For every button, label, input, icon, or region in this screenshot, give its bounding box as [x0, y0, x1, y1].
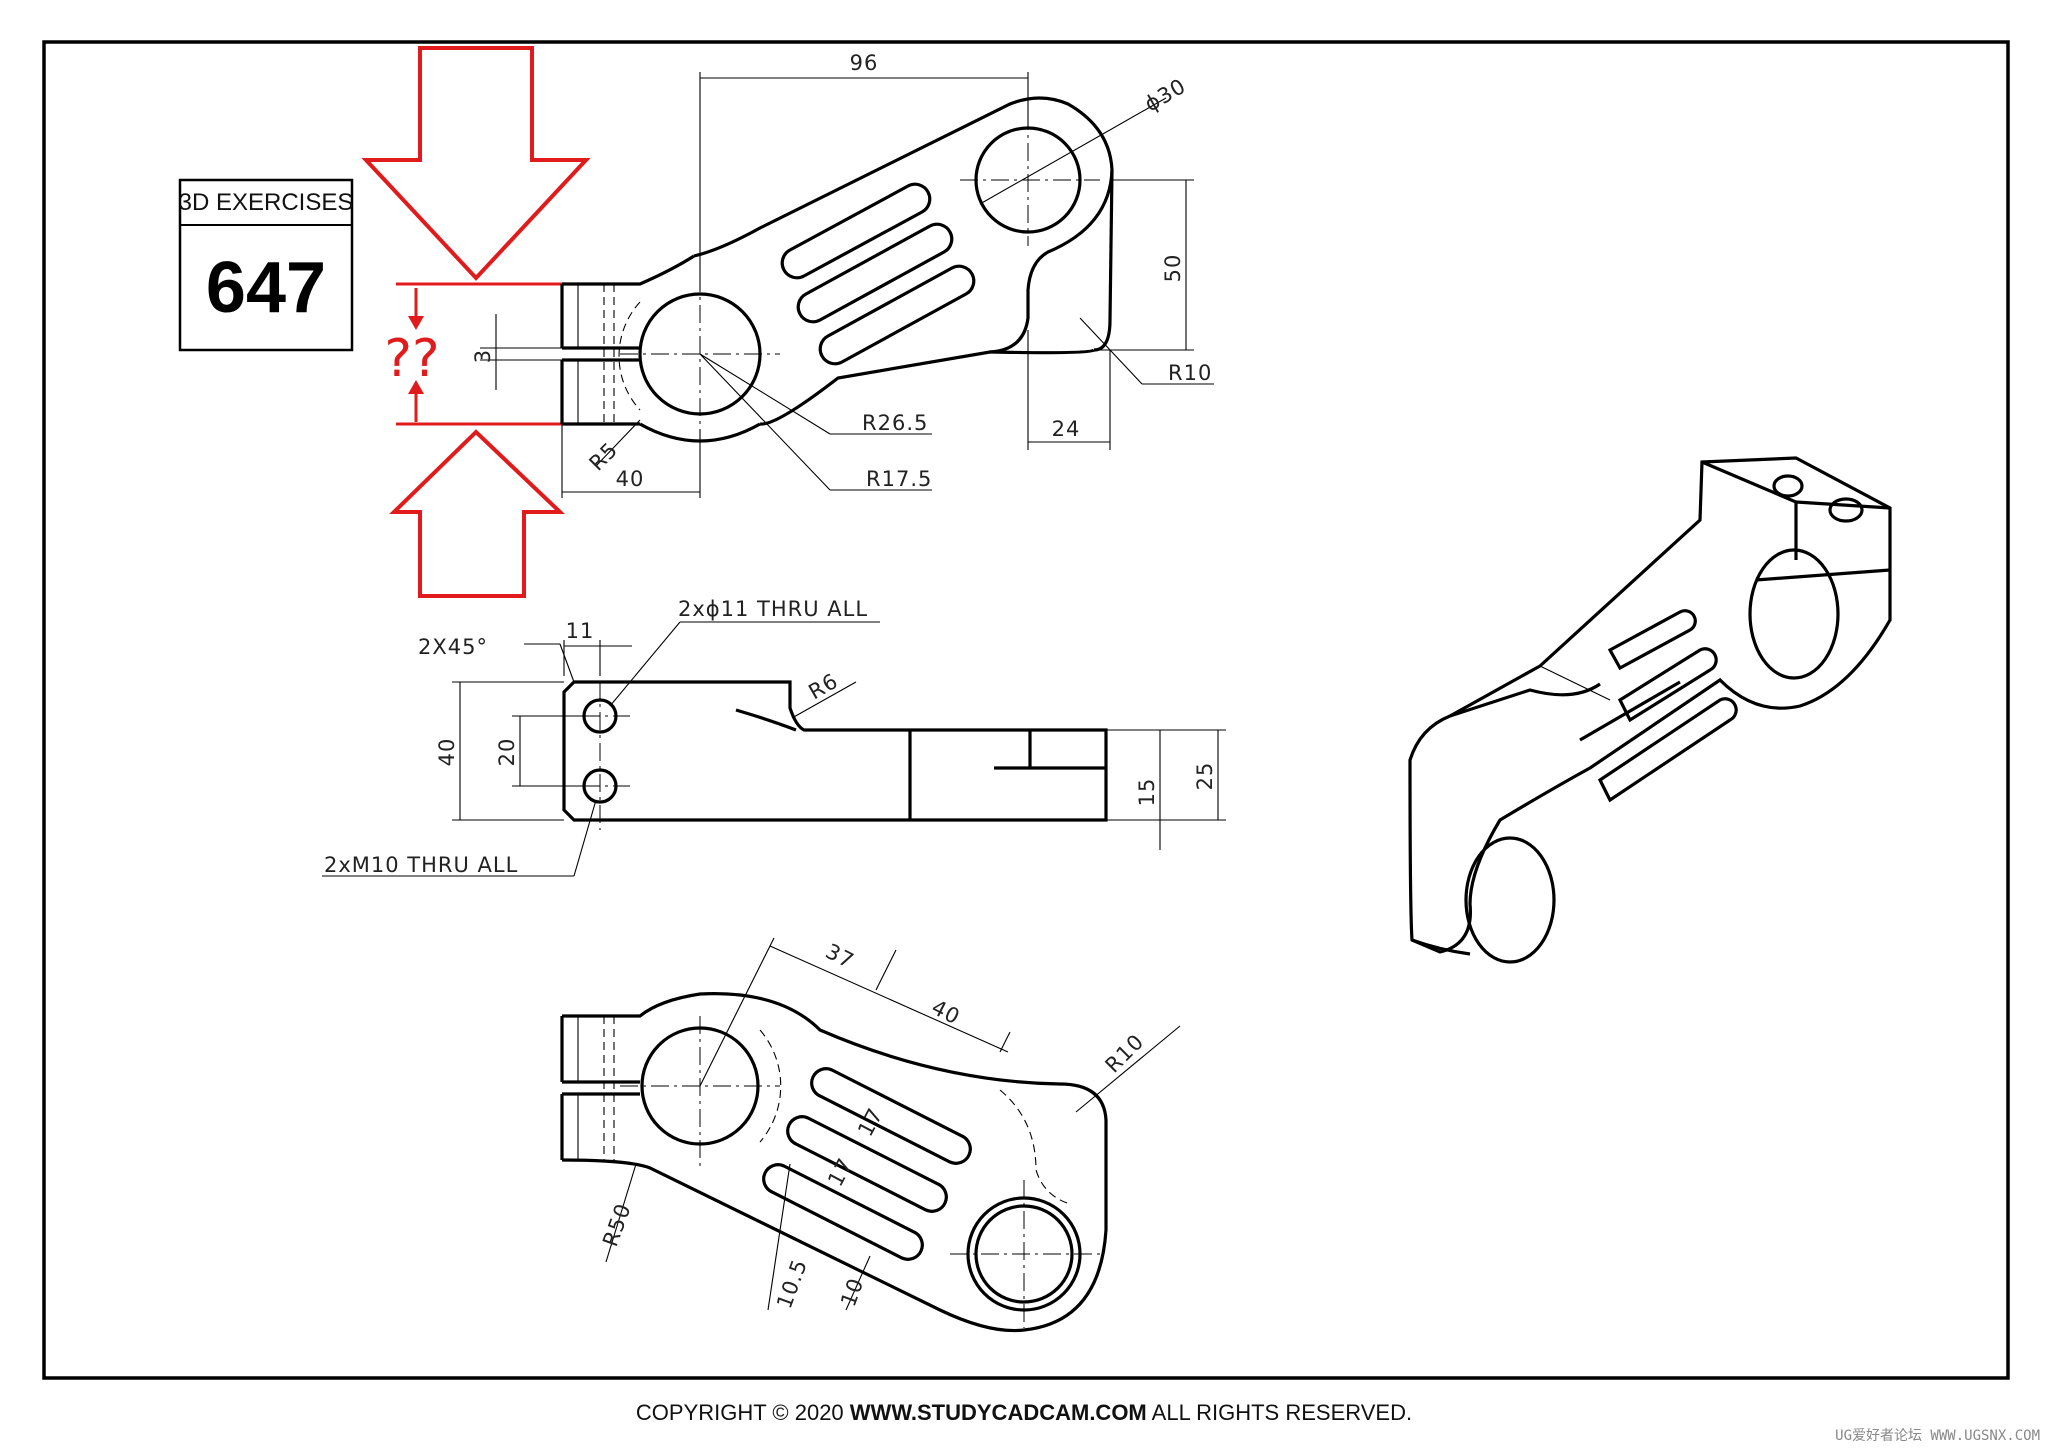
front-view: 2X45° 11 2xϕ11 THRU ALL R6 40 20 15 25 2… [322, 597, 1226, 877]
top-view: 96 ϕ30 50 3 R10 R26.5 24 R5 R17.5 40 [471, 51, 1214, 498]
dim-24: 24 [1052, 417, 1081, 441]
dim-r6: R6 [805, 669, 843, 705]
red-arrow-up [389, 429, 565, 598]
dim-r50: R50 [598, 1200, 636, 1250]
dim-3: 3 [471, 349, 495, 363]
dim-r10-bottom: R10 [1101, 1029, 1149, 1077]
dim-chamfer: 2X45° [418, 635, 488, 659]
badge-title: 3D EXERCISES [179, 189, 354, 216]
dim-h40: 40 [435, 738, 459, 767]
bottom-view: 37 40 R10 R50 17 17 10.5 10 [560, 937, 1181, 1333]
dim-11: 11 [566, 619, 595, 643]
dim-h15: 15 [1135, 778, 1159, 807]
dim-37: 37 [822, 939, 858, 973]
dim-r17-5: R17.5 [866, 467, 932, 491]
dim-slot-17a: 17 [853, 1104, 888, 1141]
dim-dia-30: ϕ30 [1141, 74, 1191, 117]
dim-r10-top: R10 [1168, 361, 1212, 385]
dim-40-top: 40 [616, 467, 645, 491]
sheet-border [42, 40, 2010, 1380]
question-mark: ?? [384, 329, 439, 389]
dim-50: 50 [1161, 254, 1185, 283]
isometric-view [1408, 456, 1892, 964]
copyright-text: COPYRIGHT © 2020 WWW.STUDYCADCAM.COM ALL… [636, 1400, 1412, 1425]
question-annotation: ?? [361, 46, 591, 598]
dim-96: 96 [850, 51, 879, 75]
badge-number: 647 [206, 248, 326, 328]
dim-holes-11: 2xϕ11 THRU ALL [678, 597, 868, 621]
dim-h25: 25 [1193, 762, 1217, 791]
exercise-badge: 3D EXERCISES 647 [179, 178, 354, 352]
dim-10: 10 [836, 1275, 868, 1310]
dim-h20: 20 [495, 738, 519, 767]
dim-10-5: 10.5 [772, 1256, 812, 1312]
watermark-text: UG爱好者论坛 WWW.UGSNX.COM [1835, 1428, 2040, 1444]
dim-r26-5: R26.5 [862, 411, 928, 435]
dim-40-bottom: 40 [928, 995, 964, 1029]
dim-m10: 2xM10 THRU ALL [324, 853, 518, 877]
red-arrow-down [361, 46, 591, 281]
